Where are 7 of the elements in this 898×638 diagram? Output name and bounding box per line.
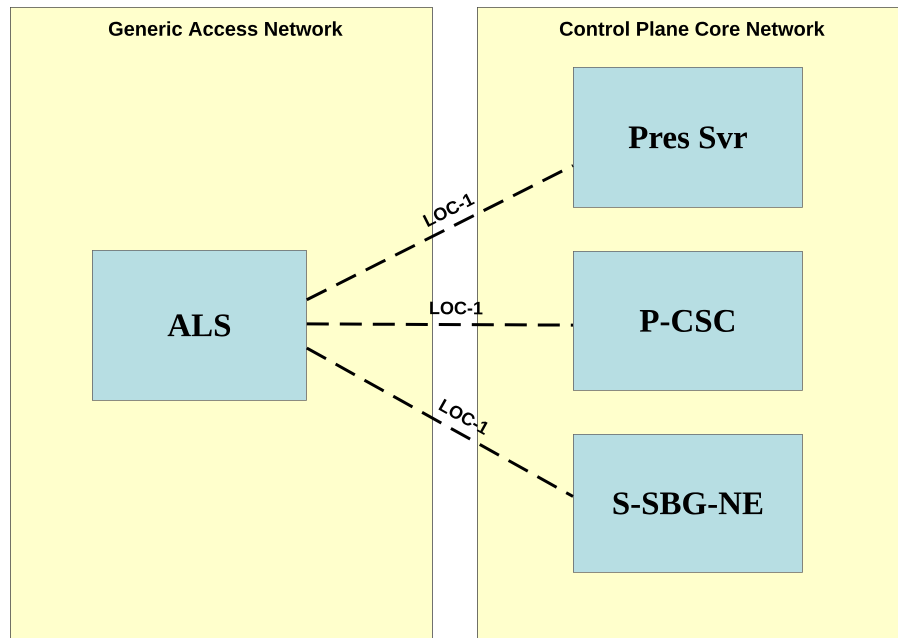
network-element-box: Pres Svr [573, 67, 803, 208]
network-element-box: ALS [92, 250, 307, 401]
connector-line [306, 322, 574, 327]
network-element-box: S-SBG-NE [573, 434, 803, 573]
connector-line [306, 346, 574, 498]
connector-line [306, 164, 574, 302]
network-element-box: P-CSC [573, 251, 803, 391]
